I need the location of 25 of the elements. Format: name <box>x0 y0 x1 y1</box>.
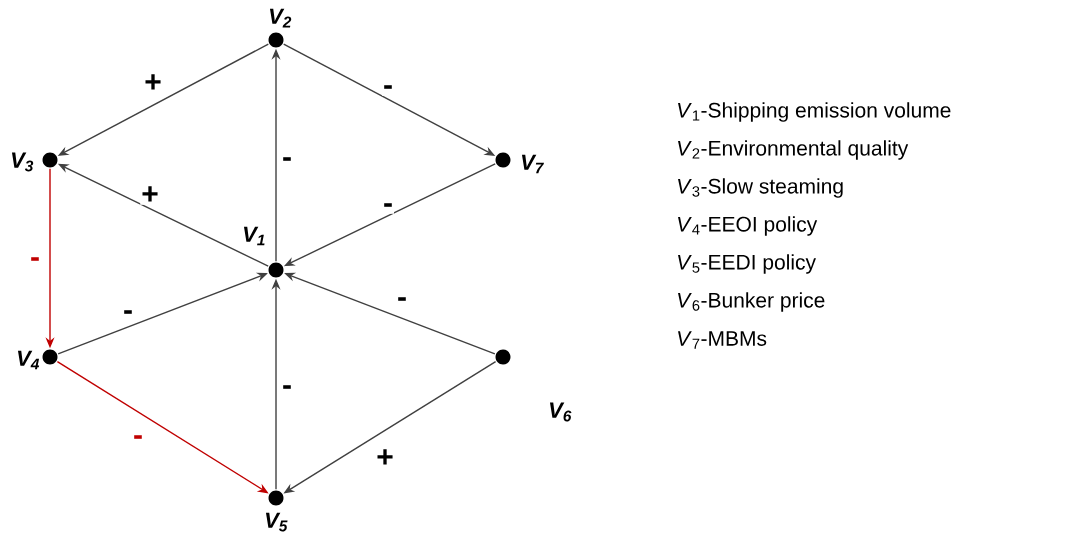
edge-label: - <box>281 156 293 168</box>
legend-text: V$_{4}$-EEOI policy <box>678 216 818 236</box>
legend-text: V$_{1}$-Shipping emission volume <box>678 102 951 122</box>
edge-label: - <box>382 202 394 214</box>
edge-label: - <box>396 296 408 308</box>
edge-label: - <box>29 256 41 268</box>
edge-label: + <box>143 73 163 93</box>
node-label: V$_{1}$ <box>243 226 265 246</box>
legend-text: V$_{5}$-EEDI policy <box>678 254 816 274</box>
legend-text: V$_{7}$-MBMs <box>678 331 767 349</box>
node-label: V$_{4}$ <box>17 350 40 370</box>
edge-label: - <box>382 84 394 96</box>
edge-label: + <box>140 185 160 205</box>
legend-text: V$_{6}$-Bunker price <box>678 292 825 312</box>
edge-label: - <box>122 309 134 321</box>
edge-label: - <box>281 384 293 396</box>
legend-text: V$_{2}$-Environmental quality <box>678 140 909 160</box>
node-label: V$_{7}$ <box>521 154 544 174</box>
node-label: V$_{5}$ <box>265 512 288 532</box>
node-label: V$_{6}$ <box>549 402 572 422</box>
edge-label: + <box>375 448 395 468</box>
node-label: V$_{3}$ <box>11 152 34 172</box>
legend-text: V$_{3}$-Slow steaming <box>678 178 843 198</box>
edge-label: - <box>132 434 144 446</box>
node-label: V$_{2}$ <box>269 8 292 28</box>
